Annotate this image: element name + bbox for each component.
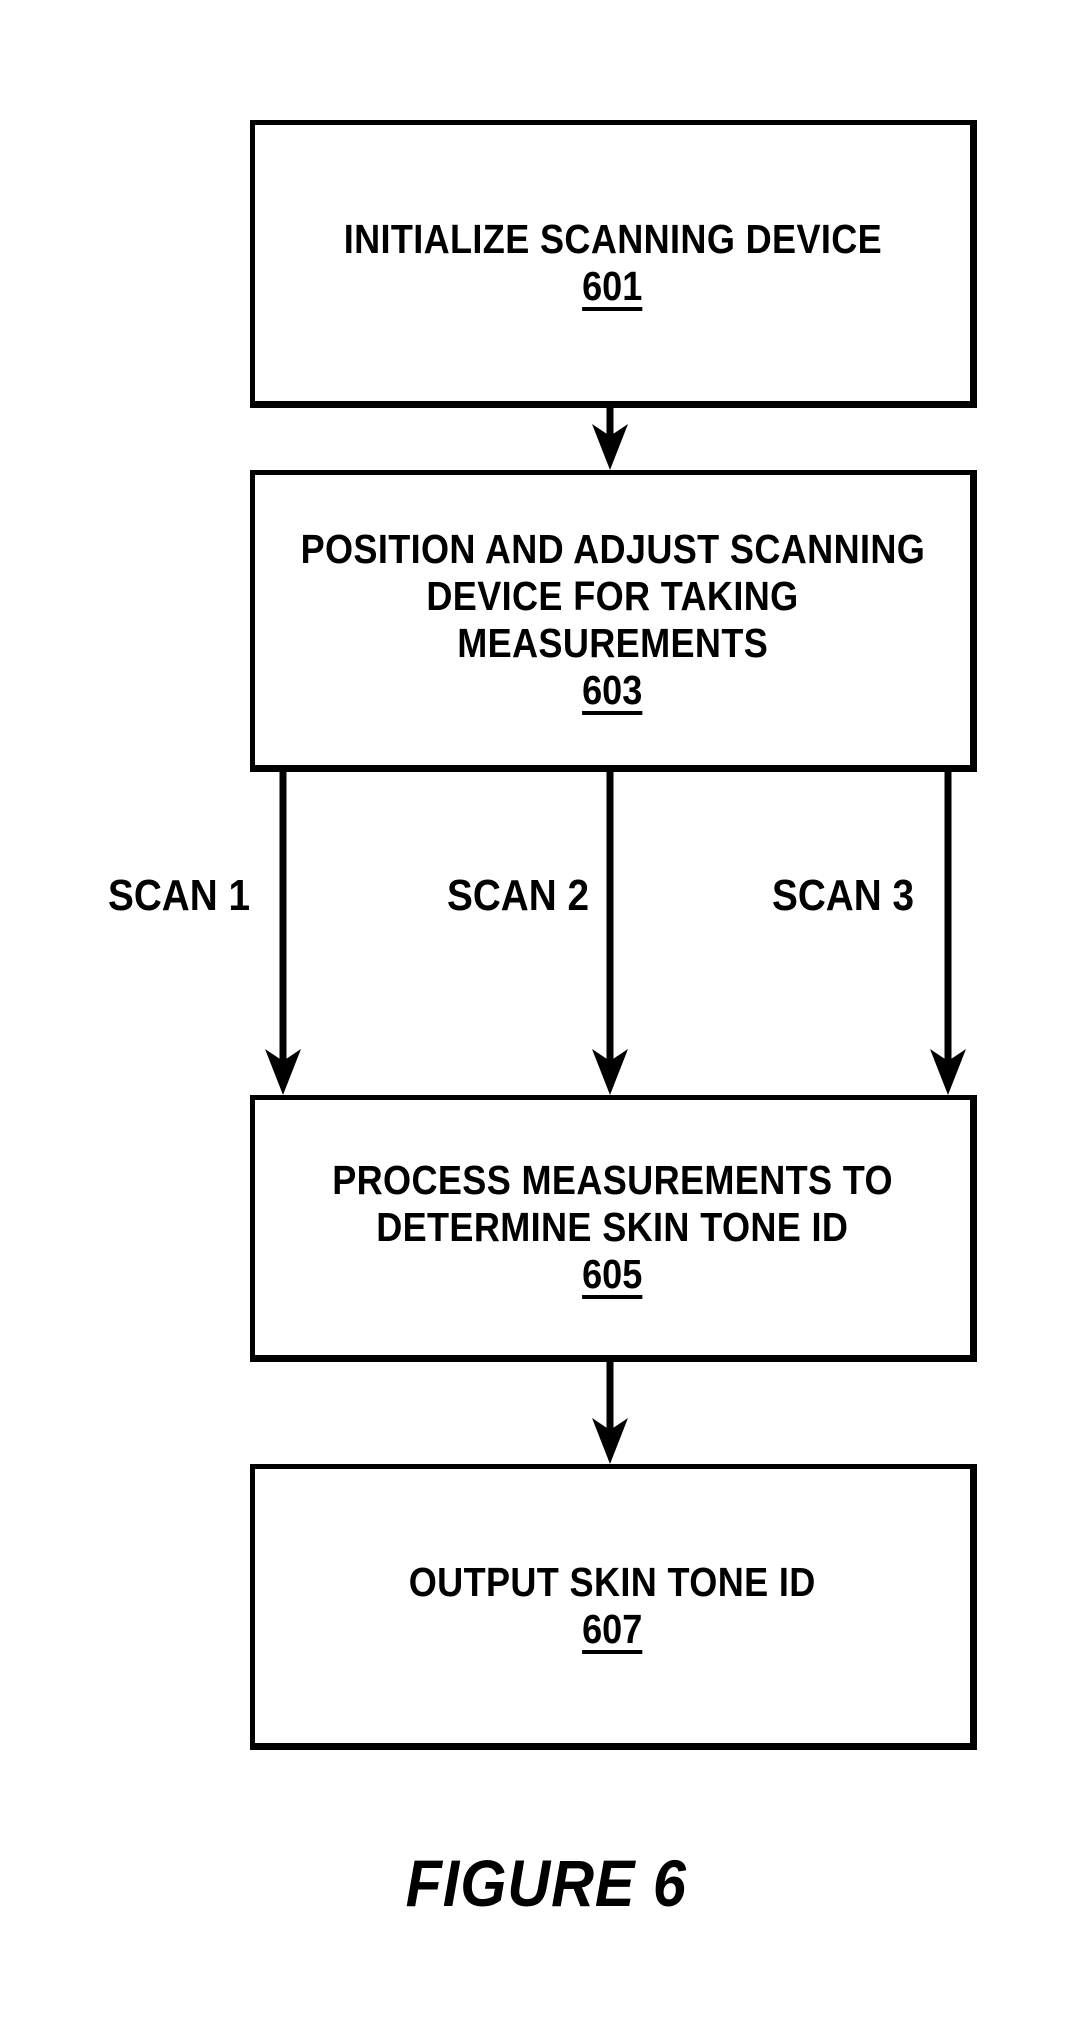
flowchart-node-603: POSITION AND ADJUST SCANNING DEVICE FOR …	[250, 470, 977, 772]
edge-label-scan-2: SCAN 2	[447, 871, 590, 920]
node-607-line-1: OUTPUT SKIN TONE ID	[409, 1559, 816, 1605]
edge-label-scan-3: SCAN 3	[772, 871, 915, 920]
node-603-line-2: DEVICE FOR TAKING	[426, 573, 799, 619]
figure-caption: FIGURE 6	[0, 1845, 1092, 1921]
figure-caption-text: FIGURE 6	[405, 1846, 687, 1920]
flowchart-node-605: PROCESS MEASUREMENTS TO DETERMINE SKIN T…	[250, 1095, 977, 1362]
node-605-line-1: PROCESS MEASUREMENTS TO	[332, 1157, 893, 1203]
node-605-line-2: DETERMINE SKIN TONE ID	[376, 1204, 849, 1250]
edge-label-scan-1: SCAN 1	[108, 871, 251, 920]
flowchart-node-601: INITIALIZE SCANNING DEVICE 601	[250, 120, 977, 408]
node-601-line-1: INITIALIZE SCANNING DEVICE	[343, 216, 882, 262]
node-601-reference-number: 601	[582, 263, 643, 309]
node-605-reference-number: 605	[582, 1251, 643, 1297]
node-603-reference-number: 603	[582, 667, 643, 713]
node-603-line-1: POSITION AND ADJUST SCANNING	[300, 526, 925, 572]
node-607-reference-number: 607	[582, 1606, 643, 1652]
flowchart-node-607: OUTPUT SKIN TONE ID 607	[250, 1464, 977, 1750]
node-603-line-3: MEASUREMENTS	[457, 620, 768, 666]
